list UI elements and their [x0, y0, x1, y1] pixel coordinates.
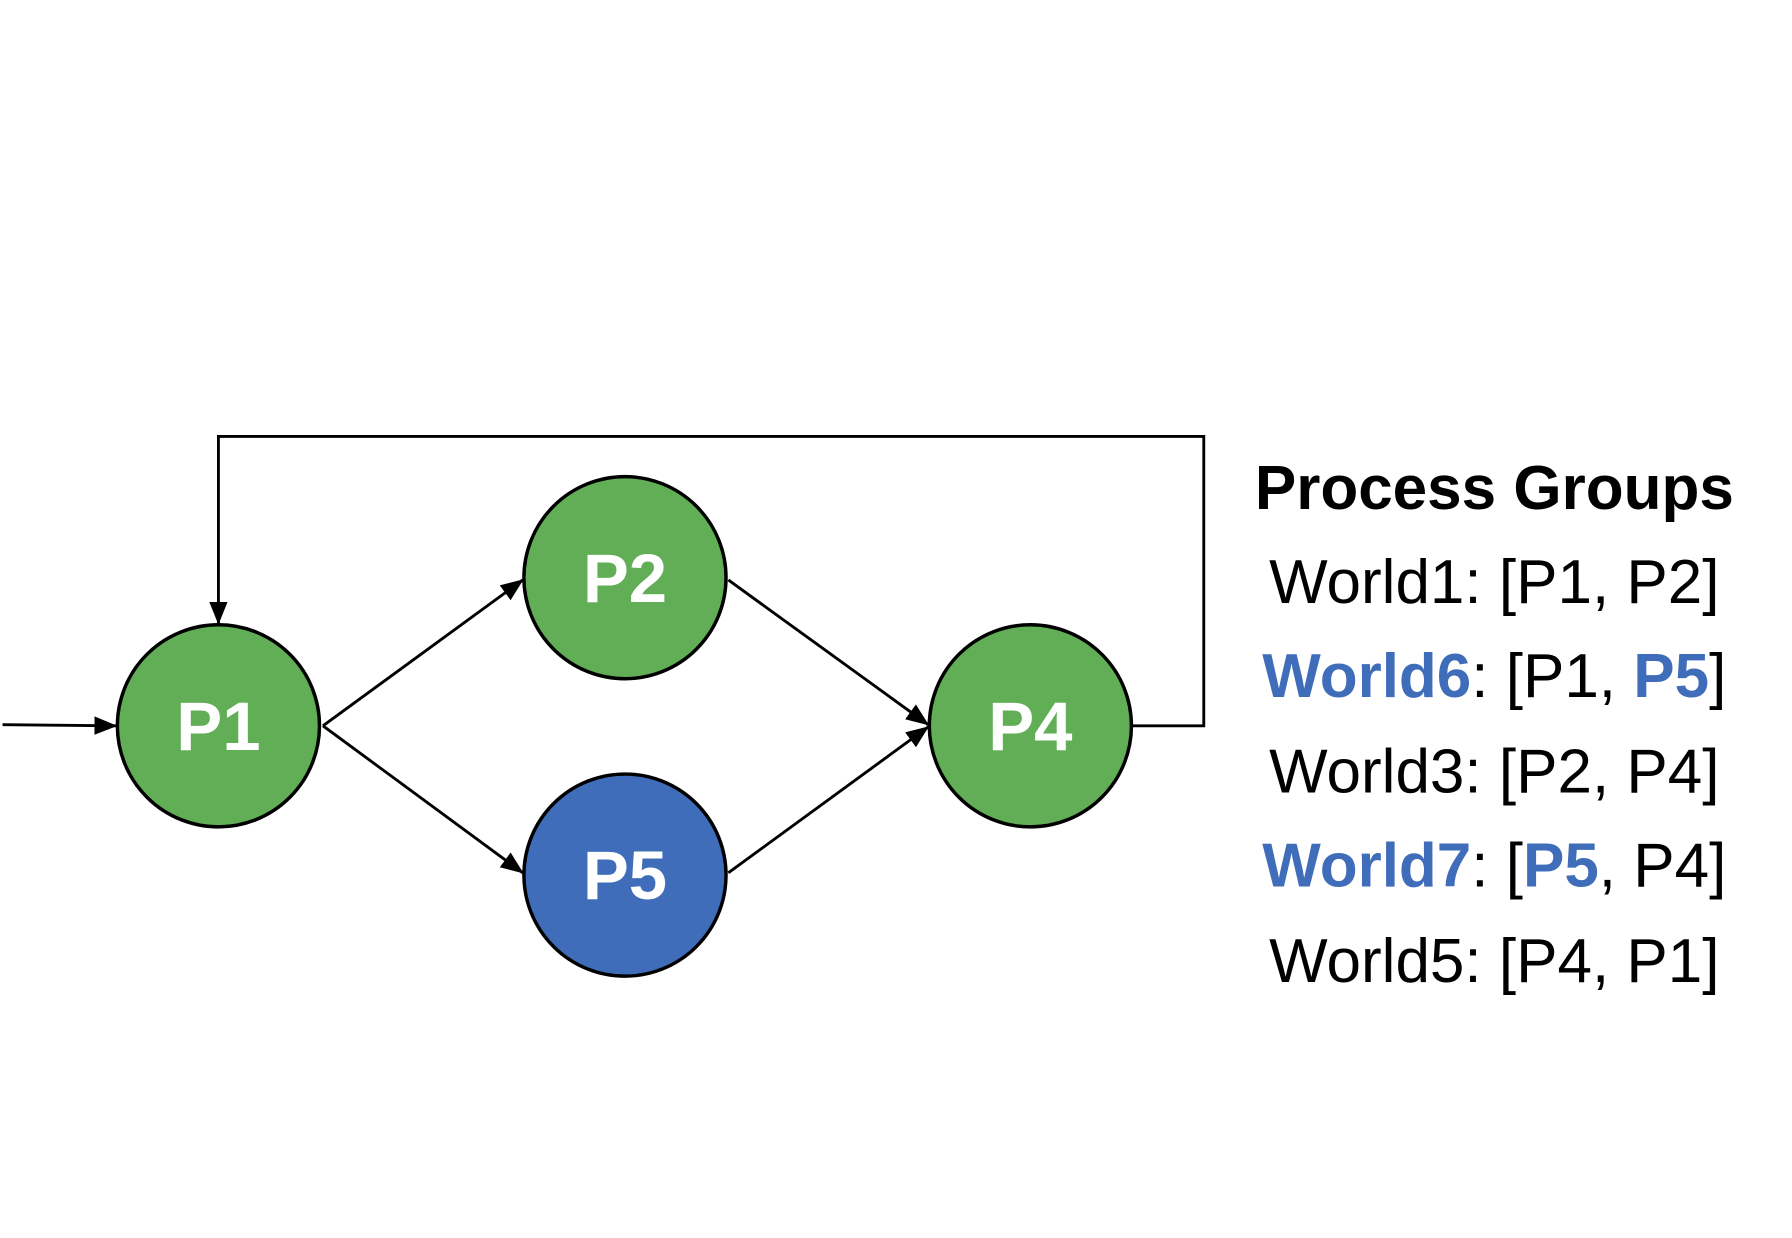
node-circle [522, 772, 728, 978]
legend-a: P1 [1516, 548, 1592, 617]
legend-sep: , [1592, 737, 1626, 806]
legend-a: P4 [1516, 927, 1592, 996]
node-p5: P5 [522, 772, 728, 978]
legend-close: ] [1702, 548, 1719, 617]
legend-b: P5 [1633, 642, 1709, 711]
legend-row-world3: World3: [P2, P4] [1269, 737, 1719, 806]
node-circle [927, 623, 1134, 829]
node-p2: P2 [522, 474, 728, 681]
legend-open: : [ [1464, 548, 1516, 617]
legend-name: World1 [1269, 548, 1464, 617]
edge-input-p1 [2, 716, 118, 735]
edge-p2-p4 [727, 578, 930, 726]
legend-a: P2 [1516, 737, 1592, 806]
legend-close: ] [1702, 737, 1719, 806]
legend-open: : [ [1471, 832, 1523, 901]
legend-row-world5: World5: [P4, P1] [1269, 927, 1719, 996]
node-label: P1 [176, 688, 260, 765]
node-circle [522, 474, 728, 681]
legend-b: P1 [1626, 927, 1702, 996]
legend-name: World6 [1262, 642, 1471, 711]
legend-a: P1 [1523, 642, 1599, 711]
legend-close: ] [1702, 927, 1719, 996]
legend-b: P2 [1626, 548, 1702, 617]
node-label: P5 [583, 837, 667, 914]
legend-b: P4 [1626, 737, 1702, 806]
node-label: P2 [583, 540, 667, 617]
legend-close: ] [1709, 832, 1726, 901]
legend-name: World7 [1262, 832, 1471, 901]
legend-b: P4 [1633, 832, 1709, 901]
node-p1: P1 [115, 623, 322, 829]
legend-name: World5 [1269, 927, 1464, 996]
legend-a: P5 [1523, 832, 1599, 901]
legend-name: World3 [1269, 737, 1464, 806]
legend-row-world7: World7: [P5, P4] [1262, 832, 1726, 901]
legend-sep: , [1599, 642, 1633, 711]
node-p4: P4 [927, 623, 1134, 829]
legend-open: : [ [1471, 642, 1523, 711]
legend-open: : [ [1464, 927, 1516, 996]
legend-row-world1: World1: [P1, P2] [1269, 548, 1719, 617]
legend: Process Groups World1: [P1, P2]World6: [… [1255, 454, 1734, 996]
node-label: P4 [988, 688, 1072, 765]
legend-open: : [ [1464, 737, 1516, 806]
edge-p5-p4 [727, 725, 930, 874]
legend-sep: , [1592, 548, 1626, 617]
edge-p4-p1-feedback [209, 434, 1206, 728]
legend-close: ] [1709, 642, 1726, 711]
node-circle [115, 623, 322, 829]
legend-sep: , [1592, 927, 1626, 996]
edge-p1-p2 [322, 578, 524, 727]
legend-sep: , [1599, 832, 1633, 901]
legend-title: Process Groups [1255, 454, 1734, 523]
legend-row-world6: World6: [P1, P5] [1262, 642, 1726, 711]
edge-p1-p5 [322, 724, 524, 874]
